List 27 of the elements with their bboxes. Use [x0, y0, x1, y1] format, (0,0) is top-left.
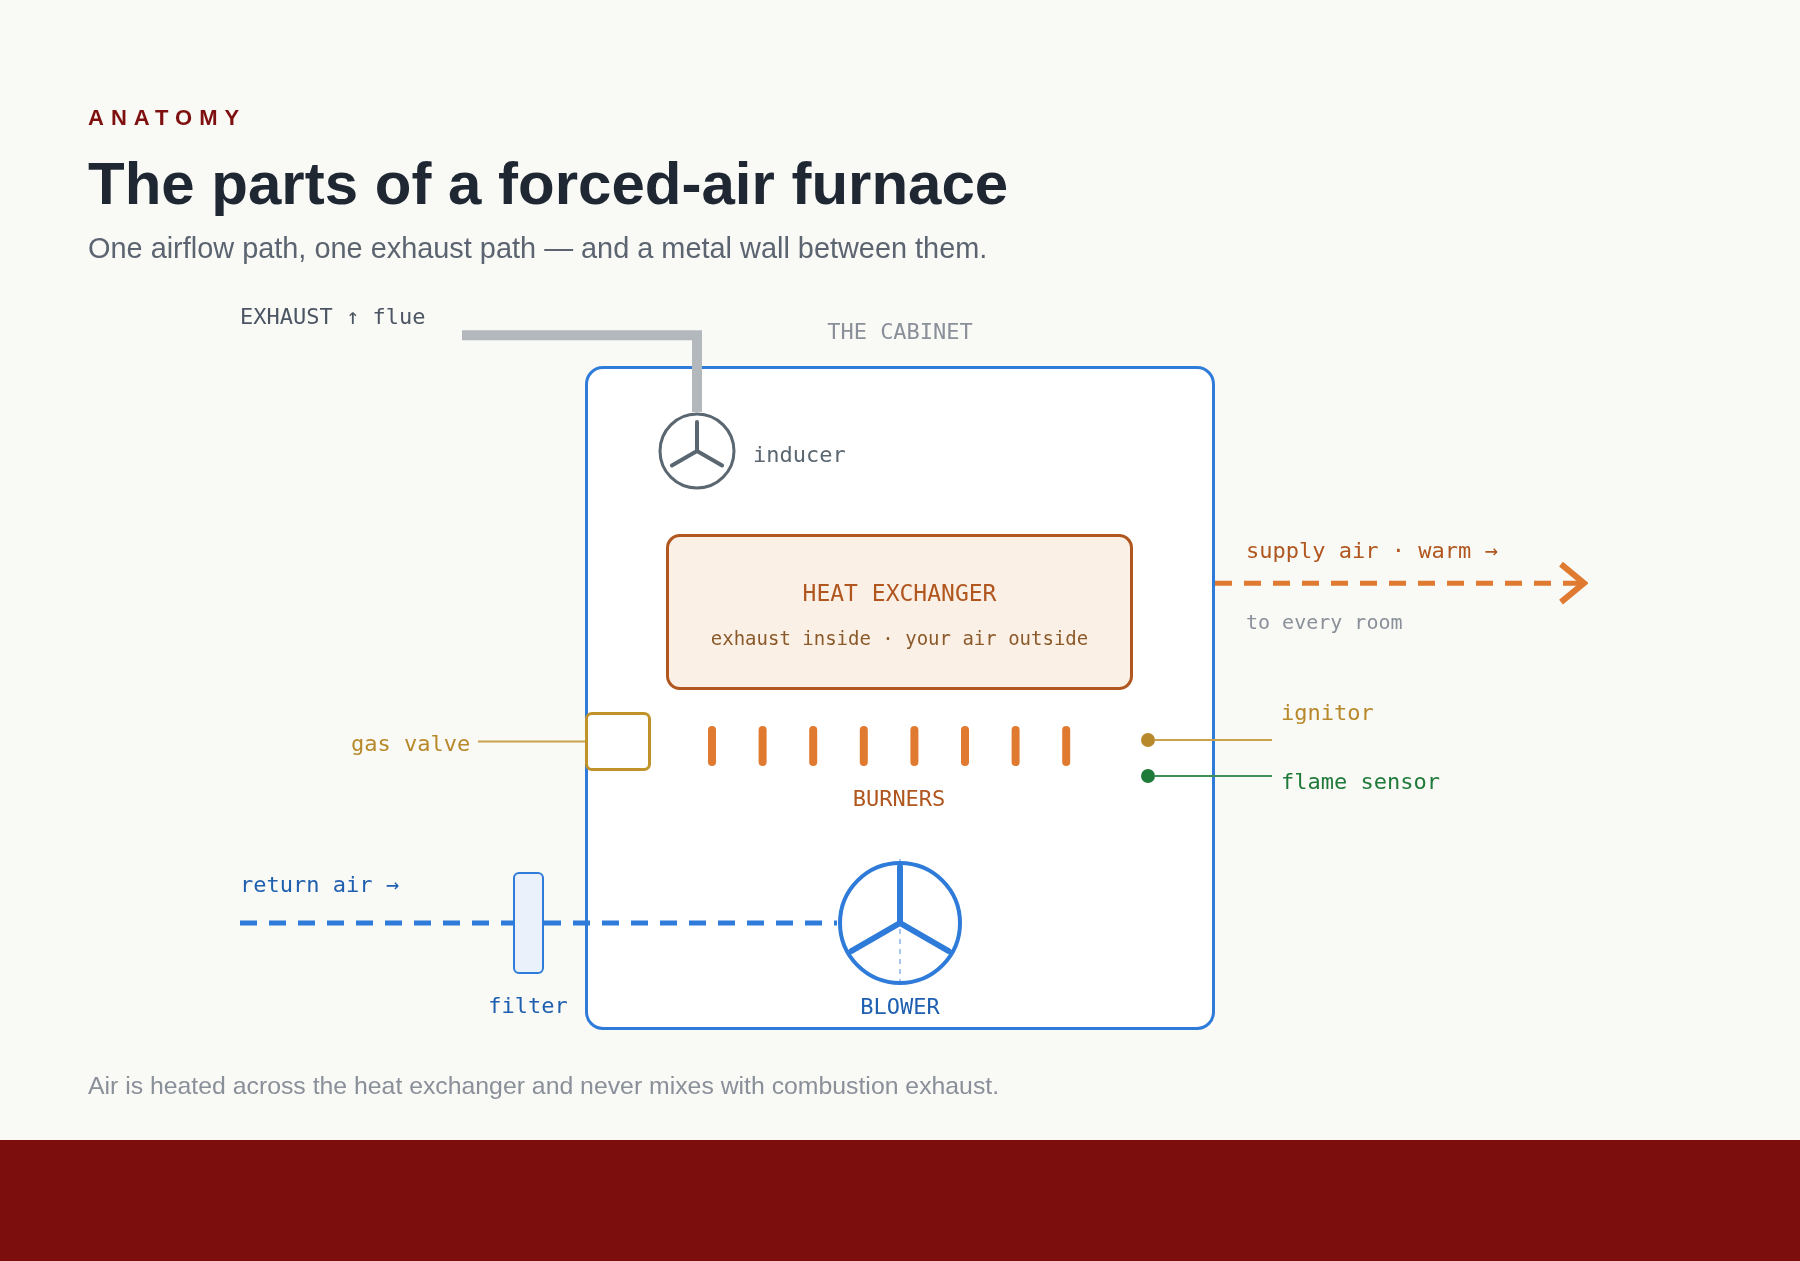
- leader-line: [477, 740, 586, 743]
- leader-line: [1154, 739, 1273, 741]
- part-label: filter: [488, 993, 568, 1020]
- leader-line: [1154, 775, 1273, 777]
- part-label: EXHAUST ↑ flue: [240, 303, 462, 341]
- part-title: HEAT EXCHANGER: [802, 580, 997, 608]
- part-description: exhaust inside · your air outside: [710, 626, 1089, 650]
- pipe-line: [462, 330, 702, 412]
- subtitle: One airflow path, one exhaust path — and a metal wall between them.: [88, 230, 988, 266]
- part-label: gas valve: [351, 731, 478, 757]
- part-label: ignitor: [1272, 700, 1382, 746]
- section-heading: THE CABINET: [827, 318, 973, 346]
- dashed-line: [544, 920, 837, 926]
- valve-box: [585, 712, 651, 771]
- part-label: inducer: [753, 441, 846, 469]
- eyebrow-label: ANATOMY: [88, 104, 247, 132]
- page-title: The parts of a forced-air furnace: [88, 149, 1009, 219]
- part-label: BLOWER: [860, 993, 940, 1021]
- part-label: flame sensor: [1272, 762, 1450, 802]
- dashed-line: [240, 920, 513, 926]
- ignitor-dot-icon: [1141, 733, 1155, 747]
- part-label: BURNERS: [852, 785, 946, 813]
- annotation-text: to every room: [1246, 610, 1403, 634]
- heat-exchanger-panel: [666, 534, 1133, 690]
- flame-sensor-dot-icon: [1141, 769, 1155, 783]
- dashed-arrow: [1215, 561, 1587, 606]
- caption: Air is heated across the heat exchanger and never mixes with combustion exhaust.: [88, 1071, 1000, 1101]
